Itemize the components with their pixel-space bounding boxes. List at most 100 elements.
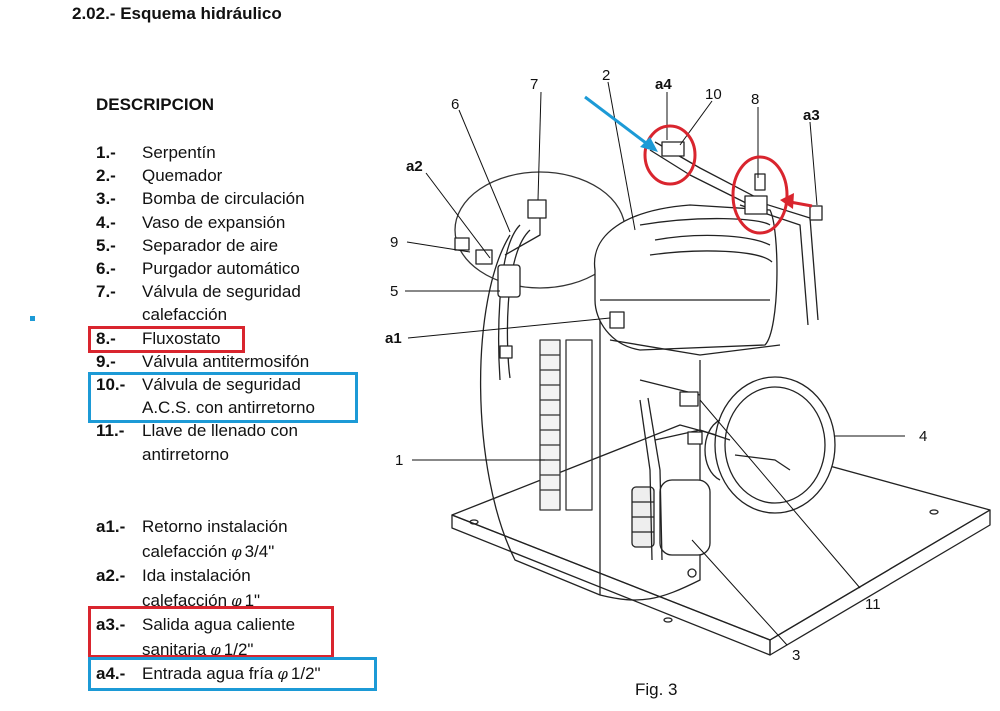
phi-symbol: φ bbox=[231, 542, 242, 561]
item-number: 7.- bbox=[96, 282, 116, 302]
connection-item: a3.- Salida agua caliente bbox=[96, 613, 321, 638]
item-text: Fluxostato bbox=[142, 328, 221, 348]
callout-9: 9 bbox=[390, 234, 398, 251]
callout-a4: a4 bbox=[655, 76, 672, 93]
item-number: 1.- bbox=[96, 143, 116, 162]
section-title: 2.02.- Esquema hidráulico bbox=[72, 4, 282, 23]
connection-size: 1" bbox=[244, 590, 261, 610]
list-item: 7.- Válvula de seguridad bbox=[96, 280, 315, 303]
item-text: Serpentín bbox=[142, 143, 216, 162]
item-text: Llave de llenado con bbox=[142, 421, 298, 441]
callout-10: 10 bbox=[705, 86, 722, 103]
list-item: 4.- Vaso de expansión bbox=[96, 211, 315, 234]
burner bbox=[593, 204, 781, 356]
item-text: Vaso de expansión bbox=[142, 212, 286, 232]
item-number: 2.- bbox=[96, 166, 116, 186]
phi-symbol: φ bbox=[277, 665, 288, 683]
highlight-ellipse-8 bbox=[731, 155, 789, 235]
list-item-continuation: A.C.S. con antirretorno bbox=[96, 396, 315, 419]
blue-marker-dot bbox=[30, 316, 35, 321]
item-number: 5.- bbox=[96, 235, 116, 255]
callout-8: 8 bbox=[751, 91, 759, 108]
connection-number: a2.- bbox=[96, 566, 126, 585]
description-list: 1.- Serpentín 2.- Quemador 3.- Bomba de cir… bbox=[96, 141, 315, 466]
item-text: Válvula antitermosifón bbox=[142, 351, 310, 371]
list-item: 10.- Válvula de seguridad bbox=[96, 373, 315, 396]
list-item: 9.- Válvula antitermosifón bbox=[96, 350, 315, 373]
item-number: 10.- bbox=[96, 375, 126, 395]
red-arrowhead bbox=[780, 193, 794, 209]
highlight-box-fluxostato bbox=[88, 326, 245, 353]
item-number: 4.- bbox=[96, 212, 116, 232]
list-item: 3.- Bomba de circulación bbox=[96, 187, 315, 210]
item-text: Separador de aire bbox=[142, 235, 279, 255]
fittings bbox=[454, 141, 823, 445]
list-item: 8.- Fluxostato bbox=[96, 327, 315, 350]
list-item: 1.- Serpentín bbox=[96, 141, 315, 164]
item-text: Bomba de circulación bbox=[142, 189, 305, 209]
connection-text: Entrada agua fría bbox=[142, 664, 274, 683]
item-text: Válvula de seguridad bbox=[142, 375, 301, 395]
connection-text: Salida agua caliente bbox=[142, 615, 296, 634]
callout-7: 7 bbox=[530, 76, 538, 93]
item-text: calefacción bbox=[142, 305, 228, 325]
callout-2: 2 bbox=[602, 67, 610, 84]
connection-size: 1/2" bbox=[223, 639, 254, 659]
item-number: 8.- bbox=[96, 328, 116, 348]
blue-arrowhead bbox=[640, 137, 658, 152]
list-item-continuation: antirretorno bbox=[96, 443, 315, 466]
list-item: 11.- Llave de llenado con bbox=[96, 419, 315, 442]
connection-text: calefacción bbox=[142, 590, 228, 610]
item-number: 9.- bbox=[96, 351, 116, 371]
highlight-ellipse-a4 bbox=[643, 124, 697, 186]
figure-caption: Fig. 3 bbox=[635, 680, 678, 699]
connection-number: a1.- bbox=[96, 517, 126, 536]
callout-a1: a1 bbox=[385, 330, 402, 347]
callout-1: 1 bbox=[395, 452, 403, 469]
item-text: Quemador bbox=[142, 166, 223, 186]
connection-item: a1.- Retorno instalación bbox=[96, 515, 321, 540]
highlight-box-valvula-acs bbox=[88, 372, 358, 423]
coil bbox=[539, 339, 593, 511]
item-number: 11.- bbox=[96, 421, 125, 441]
connection-text: calefacción bbox=[142, 541, 228, 561]
connection-number: a3.- bbox=[96, 615, 126, 634]
item-text: Purgador automático bbox=[142, 259, 300, 279]
list-item: 6.-Purgador automático bbox=[96, 257, 315, 280]
list-item: 2.- Quemador bbox=[96, 164, 315, 187]
description-heading: DESCRIPCION bbox=[96, 95, 215, 114]
list-item: 5.- Separador de aire bbox=[96, 234, 315, 257]
base-plate bbox=[451, 424, 991, 656]
connection-text: sanitaria bbox=[142, 639, 207, 659]
connection-number: a4.- bbox=[96, 664, 126, 683]
callout-6: 6 bbox=[451, 96, 459, 113]
highlight-box-a4 bbox=[88, 657, 377, 691]
expansion-vessel bbox=[704, 376, 836, 514]
connection-text: Ida instalación bbox=[142, 566, 251, 585]
item-text: antirretorno bbox=[142, 444, 229, 464]
connection-item: a2.- Ida instalación bbox=[96, 564, 321, 589]
connection-size: 3/4" bbox=[244, 541, 275, 561]
circulation-pump bbox=[631, 479, 711, 578]
callout-a3: a3 bbox=[803, 107, 820, 124]
red-arrow bbox=[789, 200, 813, 208]
callout-a2: a2 bbox=[406, 158, 423, 175]
highlight-box-a3 bbox=[88, 606, 334, 658]
callout-11: 11 bbox=[865, 596, 881, 613]
phi-symbol: φ bbox=[210, 640, 221, 659]
callout-4: 4 bbox=[919, 428, 927, 445]
callout-5: 5 bbox=[390, 283, 398, 300]
connection-size: 1/2" bbox=[290, 664, 321, 683]
item-text: Válvula de seguridad bbox=[142, 282, 301, 302]
list-item-continuation: calefacción bbox=[96, 303, 315, 326]
item-text: A.C.S. con antirretorno bbox=[142, 398, 315, 418]
item-number: 3.- bbox=[96, 189, 116, 209]
connection-text: Retorno instalación bbox=[142, 517, 288, 536]
leader-lines bbox=[405, 81, 905, 646]
